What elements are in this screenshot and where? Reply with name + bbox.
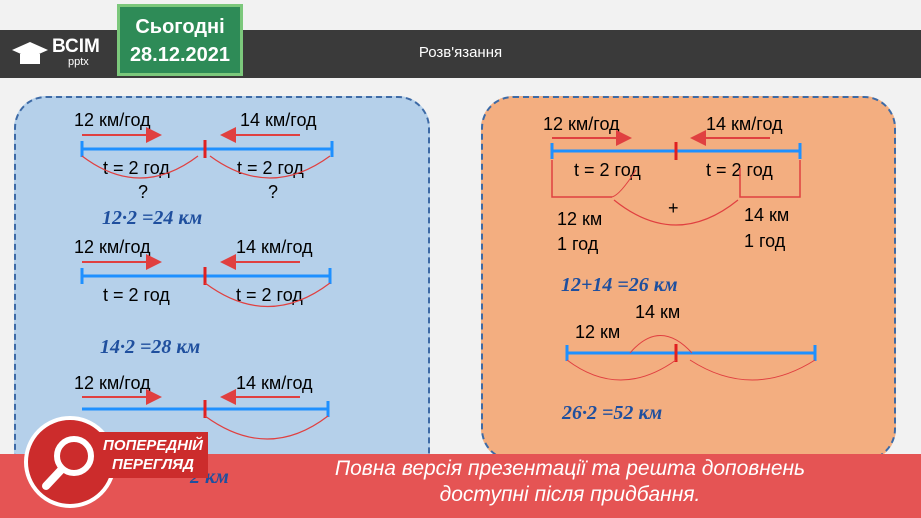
left3-speed1-label: 12 км/год xyxy=(74,373,151,393)
right-unit1: 1 год xyxy=(557,234,599,254)
left-speed2-label: 14 км/год xyxy=(240,110,317,130)
right-equation2: 26·2 =52 км xyxy=(562,402,663,424)
right-speed1-label: 12 км/год xyxy=(543,114,620,134)
right-bottom-dist1: 12 км xyxy=(575,322,621,342)
left-time1-label: t = 2 год xyxy=(103,158,170,178)
left3-speed2-label: 14 км/год xyxy=(236,373,313,393)
right-bottom-diagram xyxy=(565,335,817,381)
left-block3-diagram xyxy=(82,389,330,440)
slide-title: Розв'язання xyxy=(418,44,503,61)
preview-label-line1: ПОПЕРЕДНІЙ xyxy=(103,437,203,454)
left-equation2: 14·2 =28 км xyxy=(100,336,201,358)
graduation-cap-icon xyxy=(12,42,48,64)
date-value: 28.12.2021 xyxy=(129,44,231,66)
left2-time2-label: t = 2 год xyxy=(236,285,303,305)
preview-label-line2: ПЕРЕГЛЯД xyxy=(112,456,194,473)
right-unit2: 1 год xyxy=(744,231,786,251)
purchase-notice-line2: доступні після придбання. xyxy=(439,483,701,506)
left2-speed1-label: 12 км/год xyxy=(74,237,151,257)
left-time2-label: t = 2 год xyxy=(237,158,304,178)
right-equation1: 12+14 =26 км xyxy=(561,274,678,296)
left2-time1-label: t = 2 год xyxy=(103,285,170,305)
right-speed2-label: 14 км/год xyxy=(706,114,783,134)
right-top-diagram xyxy=(550,130,802,226)
right-bottom-dist2: 14 км xyxy=(635,302,681,322)
left-equation1: 12·2 =24 км xyxy=(102,207,203,229)
date-box: Сьогодні 28.12.2021 xyxy=(117,4,243,76)
date-label: Сьогодні xyxy=(135,16,225,38)
brand-sub: pptx xyxy=(68,56,89,68)
brand-logo: ВСІМ pptx xyxy=(8,36,100,72)
magnifier-icon xyxy=(42,436,94,490)
left-solution-panel xyxy=(14,96,430,511)
left-question2: ? xyxy=(268,182,279,202)
purchase-notice: Повна версія презентації та решта доповн… xyxy=(230,456,910,508)
left-block2-diagram xyxy=(80,254,332,307)
preview-label: ПОПЕРЕДНІЙ ПЕРЕГЛЯД xyxy=(98,432,208,478)
left2-speed2-label: 14 км/год xyxy=(236,237,313,257)
left-question1: ? xyxy=(138,182,149,202)
plus-sign: + xyxy=(668,198,679,218)
right-solution-panel xyxy=(481,96,896,461)
brand-name: ВСІМ xyxy=(52,36,100,57)
right-dist2: 14 км xyxy=(744,205,790,225)
left-block1-diagram xyxy=(80,127,334,179)
right-dist1: 12 км xyxy=(557,209,603,229)
purchase-notice-line1: Повна версія презентації та решта доповн… xyxy=(334,457,806,480)
left-speed1-label: 12 км/год xyxy=(74,110,151,130)
right-time1-label: t = 2 год xyxy=(574,160,641,180)
